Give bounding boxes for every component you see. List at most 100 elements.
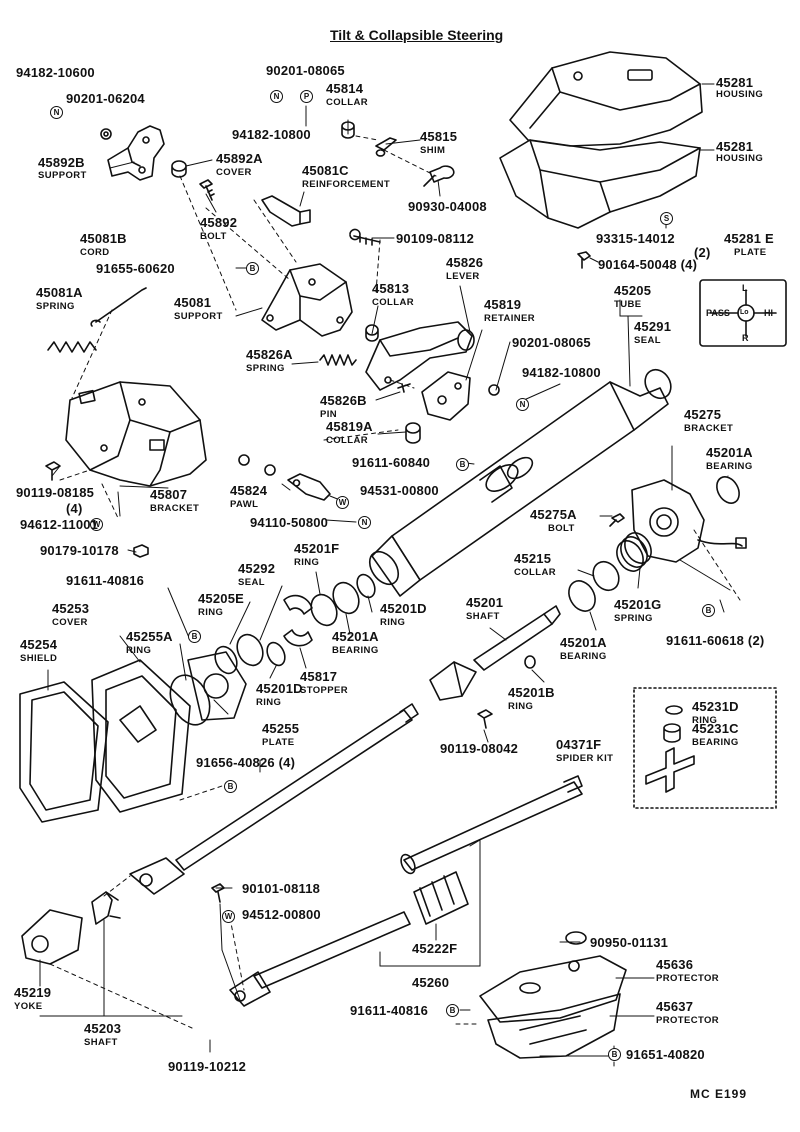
symbol-b: B bbox=[446, 1004, 459, 1017]
bearing-45231c bbox=[663, 723, 681, 743]
symbol-b: B bbox=[188, 630, 201, 643]
nut-90201-08065b bbox=[488, 384, 500, 396]
collar-45819a bbox=[405, 422, 421, 444]
part-name: PLATE bbox=[734, 247, 767, 258]
part-number: 45815 bbox=[420, 129, 458, 144]
part-number: 91611-60618 (2) bbox=[666, 633, 765, 648]
part-number: 45892B bbox=[38, 155, 85, 170]
part-number: 45255A bbox=[126, 629, 173, 644]
part-number: 45201F bbox=[294, 541, 340, 556]
part-name: SHAFT bbox=[84, 1037, 118, 1048]
spider-45203 bbox=[91, 891, 121, 925]
part-number: 45826B bbox=[320, 393, 367, 408]
plate-mark-up: L bbox=[742, 283, 748, 293]
cover-45892a bbox=[171, 160, 187, 178]
symbol-n: N bbox=[270, 90, 283, 103]
part-name: RING bbox=[256, 697, 282, 708]
assembly-dashed-lines bbox=[49, 135, 741, 1071]
part-number: 94512-00800 bbox=[242, 907, 321, 922]
retainer-45819 bbox=[421, 371, 471, 421]
part-number: 90119-08185 bbox=[16, 485, 95, 500]
part-number: 90930-04008 bbox=[408, 199, 487, 214]
part-name: SHIM bbox=[420, 145, 446, 156]
part-number: 94182-10800 bbox=[232, 127, 311, 142]
part-number: 45222F bbox=[412, 941, 458, 956]
pin-45826b bbox=[397, 383, 411, 393]
bolt-90119-08042 bbox=[477, 709, 493, 729]
lever-45826 bbox=[365, 321, 475, 391]
part-number: 45281 bbox=[716, 139, 754, 154]
symbol-n: N bbox=[516, 398, 529, 411]
part-number: 45231C bbox=[692, 721, 739, 736]
part-number: 90201-08065 bbox=[266, 63, 345, 78]
part-number: 90119-08042 bbox=[440, 741, 519, 756]
ring-45231d bbox=[665, 705, 683, 715]
part-name: SEAL bbox=[634, 335, 661, 346]
nut-90201-06204 bbox=[100, 128, 112, 140]
bolt-90109-08112 bbox=[349, 228, 381, 246]
part-name: YOKE bbox=[14, 1001, 43, 1012]
part-number: 90101-08118 bbox=[242, 881, 321, 896]
plate-mark-center: Lo bbox=[740, 309, 749, 316]
part-number: 45281 E bbox=[724, 231, 774, 246]
part-number: 45292 bbox=[238, 561, 276, 576]
diagram-title: Tilt & Collapsible Steering bbox=[330, 27, 504, 43]
part-name: COLLAR bbox=[326, 435, 368, 446]
part-name: RING bbox=[380, 617, 406, 628]
part-number: 45817 bbox=[300, 669, 338, 684]
part-name: RING bbox=[692, 715, 718, 726]
part-name: SEAL bbox=[238, 577, 265, 588]
part-name: BEARING bbox=[692, 737, 739, 748]
part-number: 45201D bbox=[380, 601, 427, 616]
part-name: HOUSING bbox=[716, 153, 764, 164]
stopper-45817 bbox=[283, 594, 313, 647]
part-name: SUPPORT bbox=[174, 311, 223, 322]
part-name: BOLT bbox=[548, 523, 575, 534]
spider-kit-04371f bbox=[645, 747, 695, 793]
part-number: 90179-10178 bbox=[40, 543, 119, 558]
symbol-w: W bbox=[222, 910, 235, 923]
part-name: RING bbox=[294, 557, 320, 568]
part-number: 45275 bbox=[684, 407, 722, 422]
part-number: 91611-40816 bbox=[66, 573, 145, 588]
part-number: 45275A bbox=[530, 507, 577, 522]
part-name: REINFORCEMENT bbox=[302, 179, 391, 190]
cord-45081b bbox=[90, 287, 147, 327]
bracket-45275 bbox=[631, 479, 747, 563]
part-number: 45201A bbox=[332, 629, 379, 644]
part-name: SPRING bbox=[614, 613, 653, 624]
spider-kit-box bbox=[633, 687, 777, 809]
part-number: 04371F bbox=[556, 737, 602, 752]
part-number: 94110-50800 bbox=[250, 515, 329, 530]
part-name: LEVER bbox=[446, 271, 480, 282]
bolt-90930-04008 bbox=[423, 165, 455, 187]
part-name: BRACKET bbox=[684, 423, 734, 434]
part-number: 45231D bbox=[692, 699, 739, 714]
part-number: 45201G bbox=[614, 597, 662, 612]
part-name: COLLAR bbox=[514, 567, 556, 578]
plate-mark-right: HI bbox=[764, 308, 773, 318]
part-name: BOLT bbox=[200, 231, 227, 242]
ring-45201d-2 bbox=[266, 641, 286, 667]
part-name: BEARING bbox=[706, 461, 753, 472]
lower-shaft bbox=[229, 911, 411, 1007]
part-number: 45254 bbox=[20, 637, 58, 652]
part-number: 45826 bbox=[446, 255, 484, 270]
support-45081 bbox=[261, 263, 353, 337]
part-number: 45201B bbox=[508, 685, 555, 700]
symbol-b: B bbox=[246, 262, 259, 275]
symbol-n: N bbox=[50, 106, 63, 119]
part-name: SHAFT bbox=[466, 611, 500, 622]
protector-45637 bbox=[487, 993, 621, 1059]
part-number: 94612-11001 bbox=[20, 517, 99, 532]
part-name: PROTECTOR bbox=[656, 1015, 720, 1026]
part-number: 91611-40816 bbox=[350, 1003, 429, 1018]
part-number: 45081B bbox=[80, 231, 127, 246]
ring-45255a bbox=[169, 674, 211, 726]
part-name: COVER bbox=[216, 167, 252, 178]
symbol-b: B bbox=[608, 1048, 621, 1061]
part-number: 94182-10800 bbox=[522, 365, 601, 380]
seal-45292 bbox=[236, 633, 264, 667]
nut-90179-10178 bbox=[133, 544, 149, 558]
